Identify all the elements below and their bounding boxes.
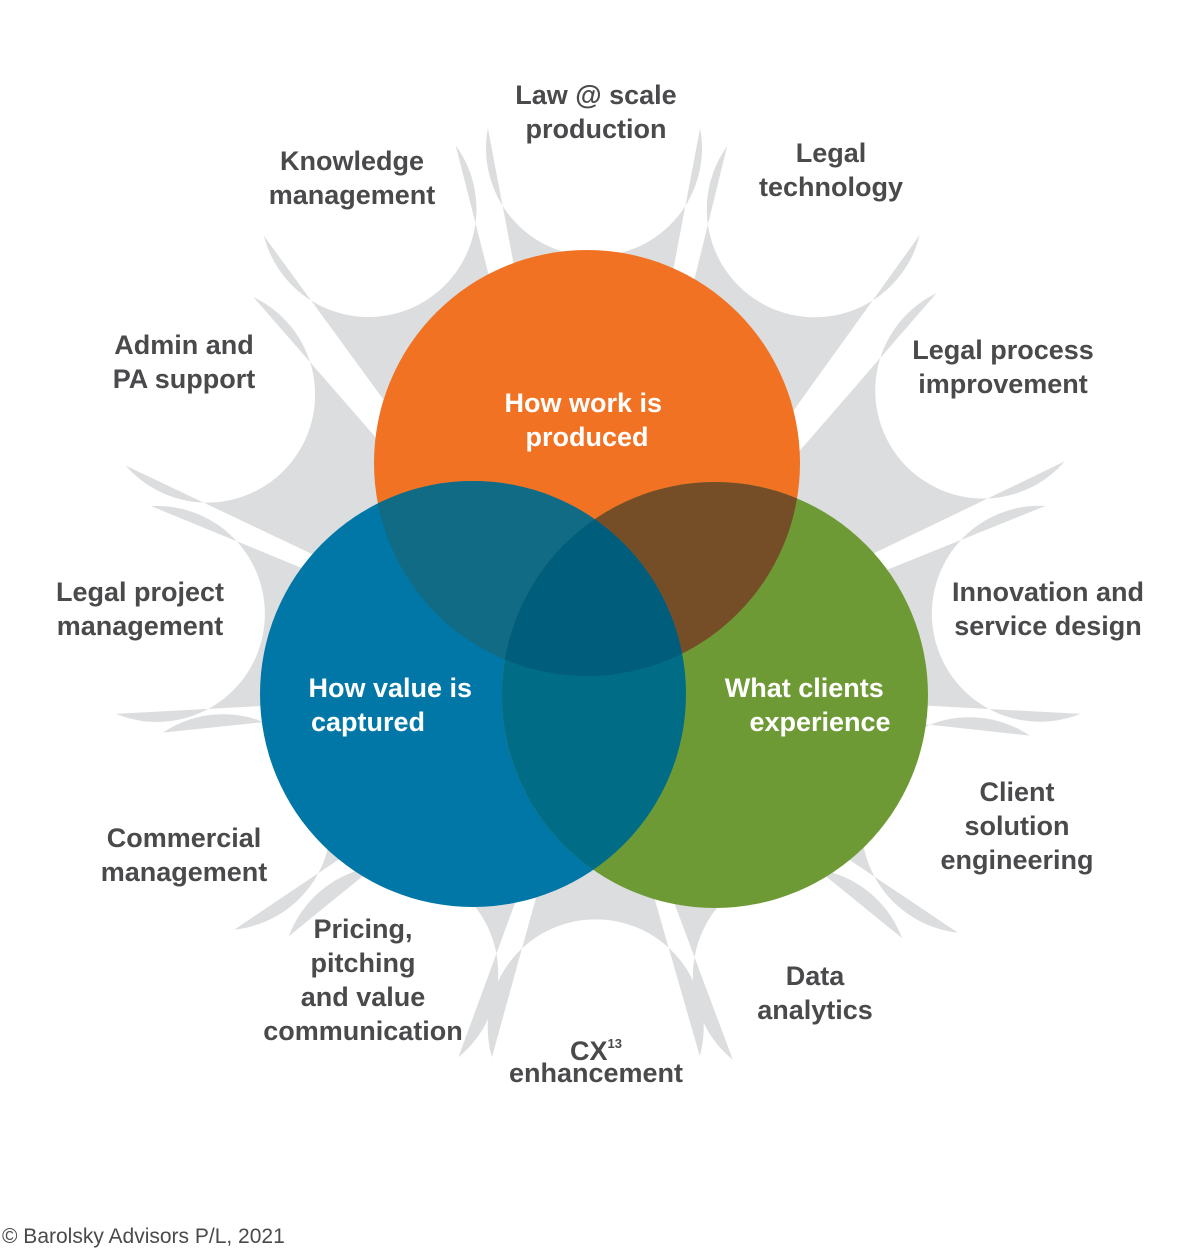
petal-label-line: and value [301,982,426,1012]
petal-label-cx-enhancement: CX13 enhancement [509,1036,683,1088]
overlap-center-inner [502,482,686,676]
superscript-footnote: 13 [608,1036,622,1051]
petal-label-pricing-pitching: Pricing, pitching and value communication [263,914,463,1046]
circle-left-label: How value is captured [308,673,479,737]
petal-label-line: Data [786,961,846,991]
petal-cx-enhancement [487,688,704,1058]
petal-label-line: communication [263,1016,463,1046]
petal-label-line: management [101,857,268,887]
petal-label-line: Admin and [114,330,254,360]
petal-label-line: Client [979,777,1054,807]
circle-left-line1: How value is [308,673,472,703]
petal-label-line: Innovation and [952,577,1144,607]
petal-label-line: Knowledge [280,146,424,176]
petal-label-line: Legal project [56,577,224,607]
petal-label-legal-technology: Legal technology [759,138,903,202]
petal-label-line: technology [759,172,903,202]
petal-label-admin-pa-support: Admin and PA support [113,330,256,394]
circle-top-label: How work is produced [504,388,669,452]
petal-label-line: CX [570,1036,608,1066]
petal-label-line: Commercial [107,823,262,853]
petal-label-commercial-management: Commercial management [101,823,268,887]
petal-label-line: solution [965,811,1070,841]
petal-label-line: production [526,114,667,144]
circle-top-line1: How work is [504,388,662,418]
petal-label-line: management [57,611,224,641]
petal-label-innovation-service-design: Innovation and service design [952,577,1144,641]
petal-label-line: Law @ scale [515,80,676,110]
petal-label-line: improvement [918,369,1088,399]
petal-label-data-analytics: Data analytics [757,961,873,1025]
petal-label-legal-project-management: Legal project management [56,577,224,641]
circle-top-line2: produced [525,422,648,452]
petal-label-client-solution-engineering: Client solution engineering [940,777,1093,875]
circle-right-label: What clients experience [725,673,892,737]
petal-label-line: Legal [796,138,867,168]
petal-label-legal-process-improvement: Legal process improvement [912,335,1094,399]
petal-label-line: pitching [311,948,416,978]
petal-label-line: management [269,180,436,210]
petal-label-line: Pricing, [313,914,412,944]
overlap-center [502,482,686,676]
circle-left-line2: captured [311,707,425,737]
overlap-center-outer [502,482,686,676]
circle-right-line2: experience [749,707,890,737]
venn-circles [260,250,928,908]
circle-labels: How work is produced How value is captur… [308,388,892,737]
petal-label-line: PA support [113,364,256,394]
petal-label-line: analytics [757,995,873,1025]
petal-label-line: service design [954,611,1142,641]
petal-label-law-at-scale: Law @ scale production [515,80,676,144]
circle-right-line1: What clients [725,673,884,703]
petal-label-knowledge-management: Knowledge management [269,146,436,210]
petal-label-line: Legal process [912,335,1094,365]
copyright-footer: © Barolsky Advisors P/L, 2021 [2,1225,285,1248]
petal-label-line: enhancement [509,1058,683,1088]
petal-label-line: engineering [940,845,1093,875]
